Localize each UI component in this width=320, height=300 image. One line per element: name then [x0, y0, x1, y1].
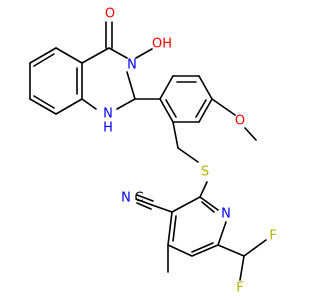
hydroxy-nitrogen-label: N: [127, 58, 137, 73]
pyridine-nitrogen-label: N: [221, 207, 231, 222]
amine-hydrogen-label: H: [103, 121, 113, 136]
nitrile-nitrogen-label: N: [121, 191, 131, 206]
fluorine-bottom-label: F: [236, 281, 243, 296]
methoxy-oxygen-label: O: [235, 114, 245, 129]
amine-nitrogen-label: N: [103, 107, 113, 122]
nitrile-carbon-label: C: [134, 191, 143, 206]
bond-lines: [29, 21, 267, 281]
sulfur-label: S: [201, 165, 209, 180]
fluorine-top-label: F: [269, 229, 276, 244]
hydroxyl-label: OH: [152, 37, 172, 52]
carbonyl-oxygen-label: O: [105, 7, 115, 22]
